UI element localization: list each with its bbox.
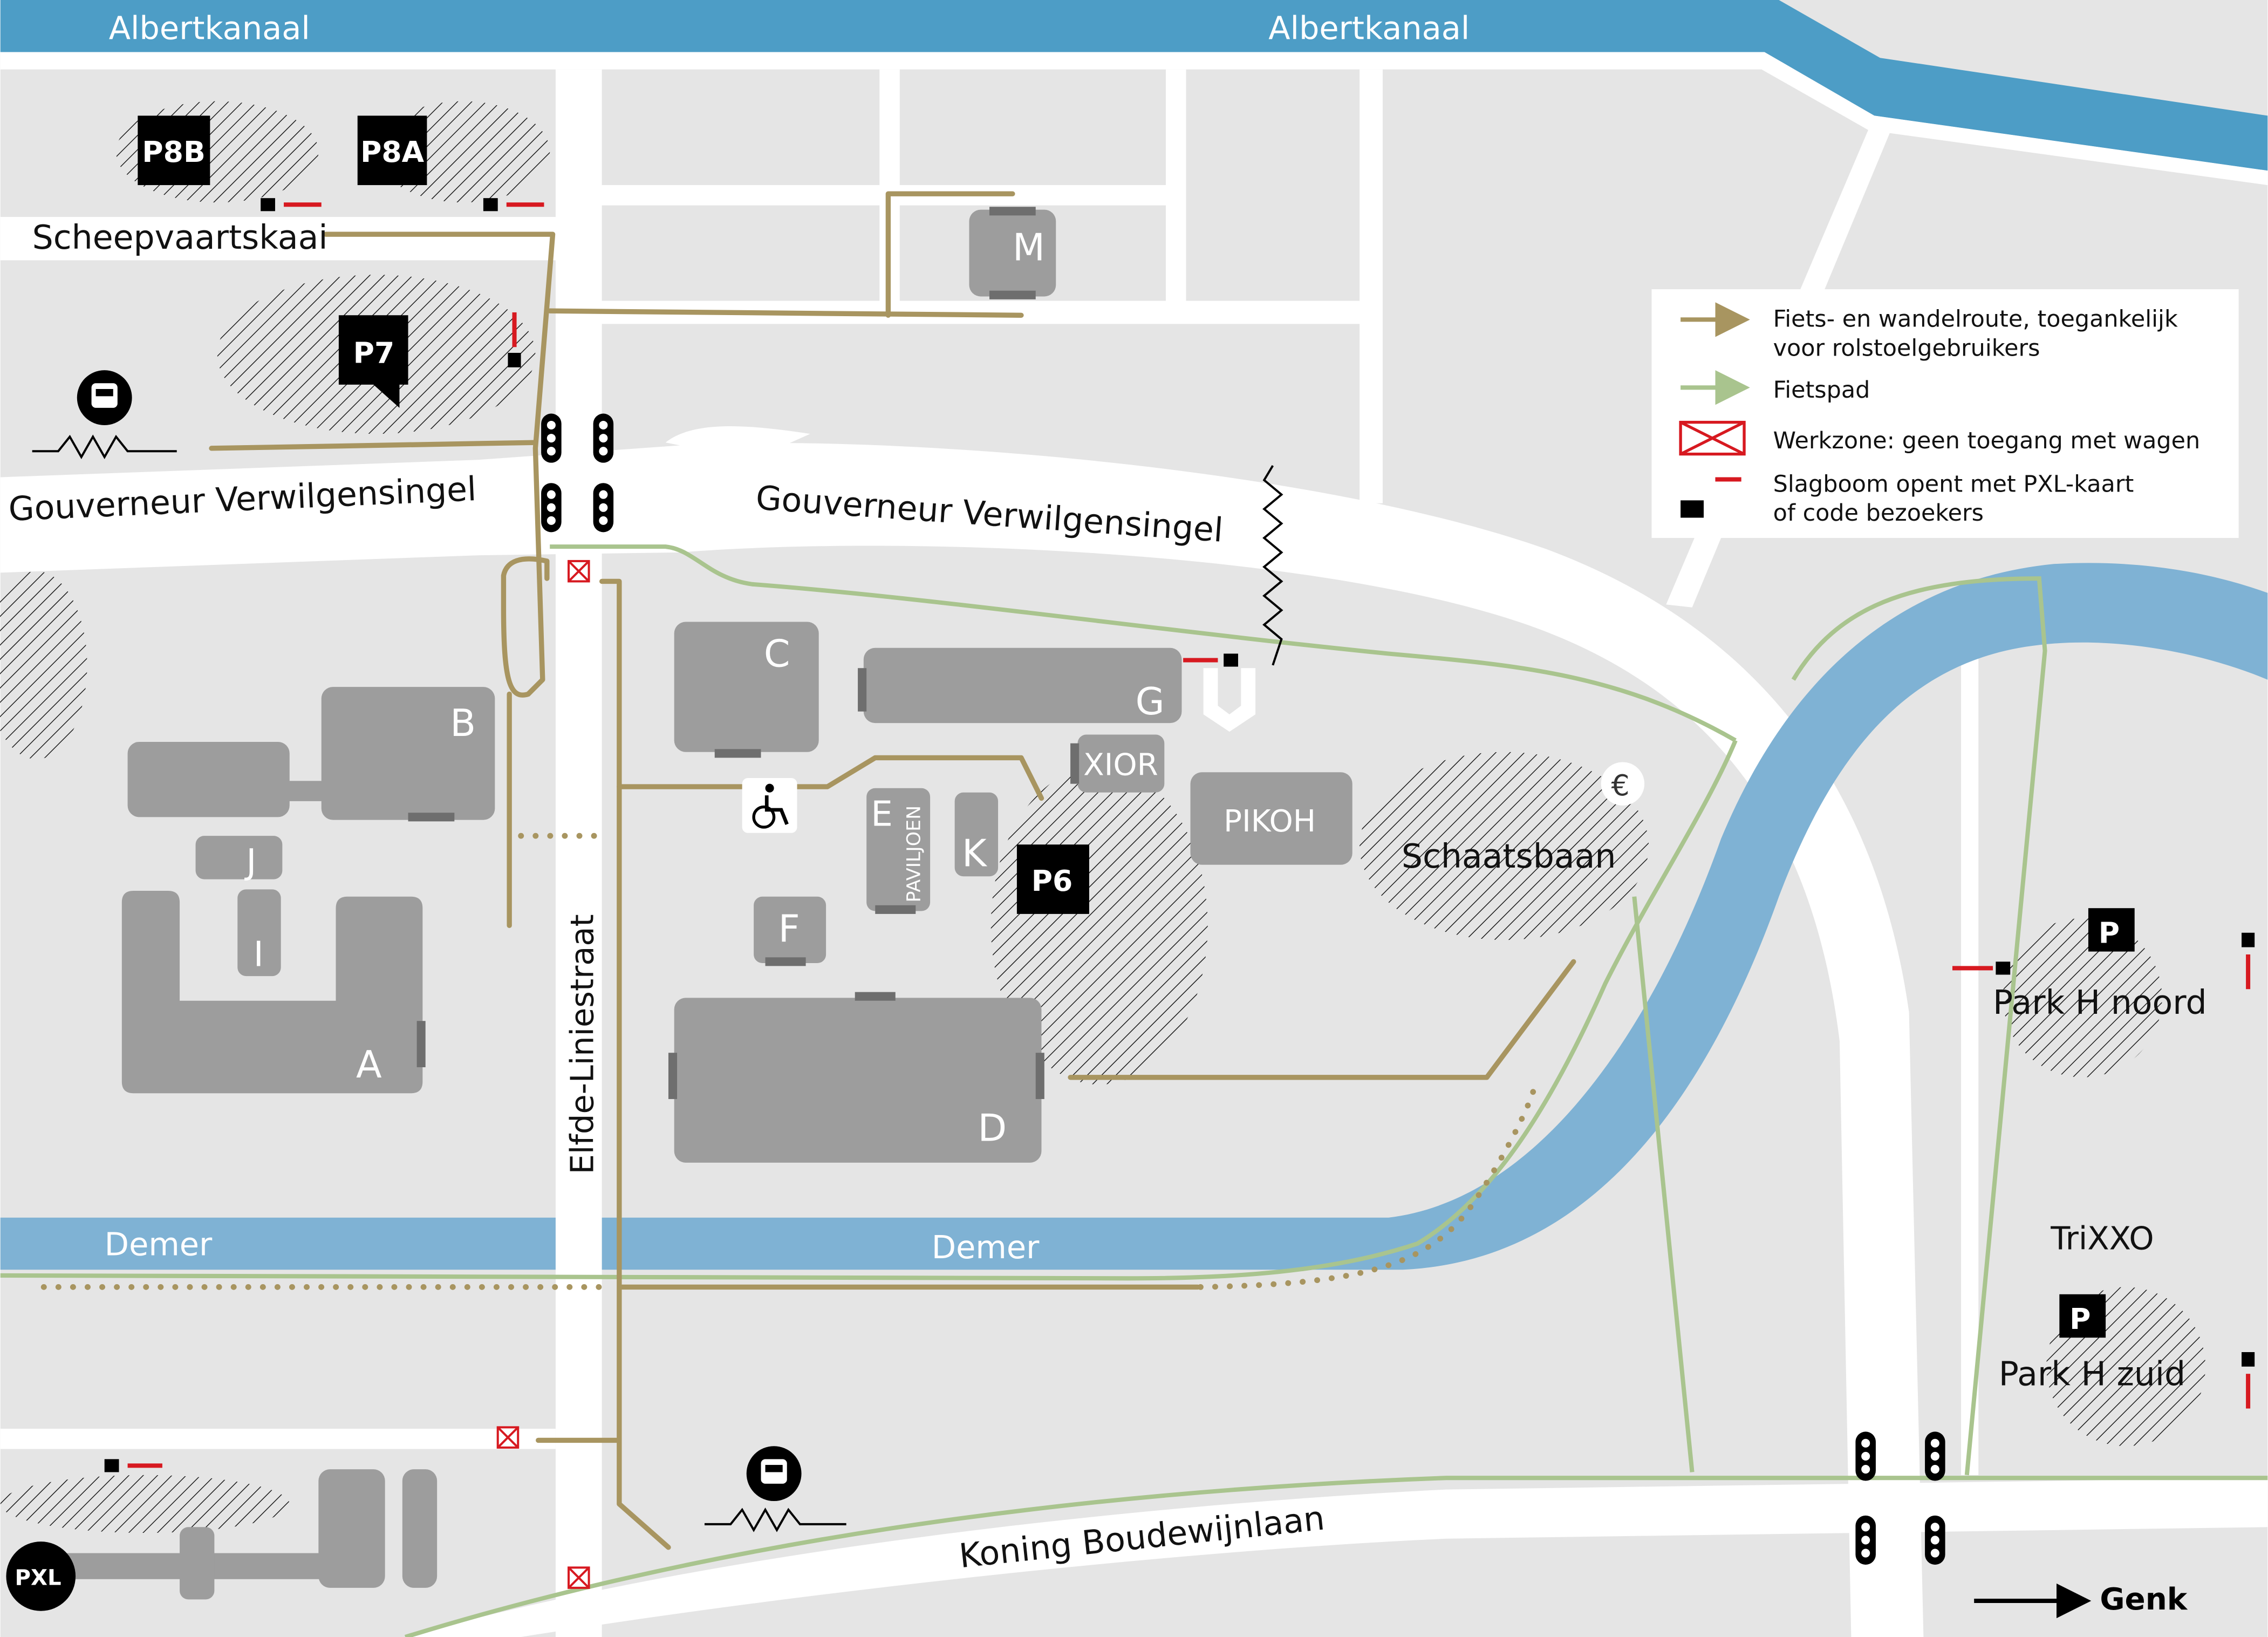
building-b-wing <box>127 741 290 817</box>
label-building-g: G <box>1136 680 1165 724</box>
label-scheepvaartskaai: Scheepvaartskaai <box>32 218 328 257</box>
walk-routes-dotted <box>40 833 1536 1290</box>
label-building-b: B <box>450 701 476 745</box>
label-building-j: J <box>244 842 256 882</box>
pxl-logo <box>6 1541 76 1611</box>
label-p8a: P8A <box>360 135 425 169</box>
label-building-f: F <box>778 907 800 951</box>
u-marker <box>1203 668 1256 732</box>
building-a <box>121 891 423 1094</box>
building-c <box>674 622 819 752</box>
building-d <box>674 998 1042 1163</box>
building-g <box>863 647 1182 724</box>
wheelchair-icon <box>742 777 797 833</box>
label-albertkanaal-west: Albertkanaal <box>109 9 310 46</box>
label-p7: P7 <box>353 336 395 370</box>
entrances <box>408 207 1080 1099</box>
legend-item-1-line2: voor rolstoelgebruikers <box>1773 335 2040 361</box>
label-building-i: I <box>254 934 264 974</box>
label-genk: Genk <box>2100 1582 2188 1617</box>
building-f <box>754 896 826 964</box>
bike-paths <box>0 544 2268 1637</box>
building-e <box>866 788 931 911</box>
albertkanaal-water <box>0 0 2268 171</box>
label-building-d: D <box>978 1107 1007 1150</box>
label-euro: € <box>1611 768 1629 802</box>
label-building-xior: XIOR <box>1083 748 1158 783</box>
building-south-1 <box>318 1469 385 1588</box>
euro-icon <box>1601 762 1645 806</box>
label-building-k: K <box>962 831 988 875</box>
bus-stop-south <box>704 1446 846 1532</box>
legend-item-1-line1: Fiets- en wandelroute, toegankelijk <box>1773 306 2178 333</box>
label-p6: P6 <box>1031 864 1073 898</box>
building-m <box>969 209 1056 297</box>
label-park-h-noord: Park H noord <box>1993 983 2207 1022</box>
label-building-c: C <box>764 632 790 676</box>
legend-item-4-line2: of code bezoekers <box>1773 500 1984 527</box>
label-demer-east: Demer <box>932 1229 1040 1266</box>
label-albertkanaal-east: Albertkanaal <box>1268 9 1470 46</box>
label-building-pikoh: PIKOH <box>1224 804 1316 839</box>
legend-item-3: Werkzone: geen toegang met wagen <box>1773 427 2200 454</box>
label-schaatsbaan: Schaatsbaan <box>1402 837 1616 876</box>
label-trixxo: TriXXO <box>2050 1220 2154 1257</box>
label-elfde-liniestraat: Elfde-Liniestraat <box>564 914 601 1174</box>
label-paviljoen: PAVILJOEN <box>903 806 925 903</box>
buildings <box>44 209 1352 1600</box>
label-pxl-logo: PXL <box>15 1566 62 1591</box>
traffic-lights <box>541 413 1945 1565</box>
zigzag-marker <box>1262 465 1283 666</box>
legend-item-2: Fietspad <box>1773 377 1870 404</box>
work-zone-markers <box>496 560 590 1589</box>
building-j <box>195 836 283 879</box>
building-b <box>321 687 495 820</box>
label-park-h-zuid: Park H zuid <box>1999 1355 2185 1394</box>
walk-routes <box>209 191 1576 1550</box>
building-south-2 <box>402 1469 438 1588</box>
legend-symbols <box>1679 302 1750 518</box>
legend-item-4-line1: Slagboom opent met PXL-kaart <box>1773 470 2134 497</box>
bus-stop-west <box>32 370 177 459</box>
building-i <box>237 889 281 977</box>
building-pikoh <box>1190 772 1352 865</box>
label-building-a: A <box>356 1043 382 1087</box>
label-p-noord: P <box>2099 916 2120 950</box>
demer-water-east <box>602 563 2268 1270</box>
parking-badges <box>138 115 2135 1338</box>
label-building-e: E <box>871 794 893 834</box>
building-k <box>954 792 999 877</box>
label-p-zuid: P <box>2069 1302 2091 1336</box>
demer-water-west <box>0 1217 556 1270</box>
label-demer-west: Demer <box>105 1225 213 1263</box>
building-xior <box>1077 734 1165 793</box>
label-building-m: M <box>1013 226 1045 269</box>
barriers <box>104 198 2255 1472</box>
label-p8b: P8B <box>142 135 205 169</box>
